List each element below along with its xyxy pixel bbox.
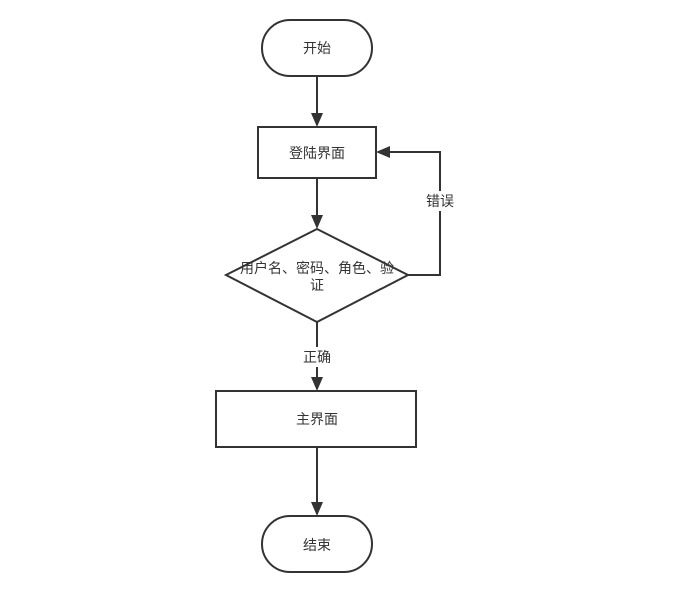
terminator-shape [261,19,373,77]
node-verify-label-line1: 用户名、密码、角色、验 [240,260,394,277]
edge-verify-to-main-correct: 正确 [301,322,333,391]
arrowhead-icon [311,215,323,229]
node-start-label: 开始 [303,41,331,57]
node-verify-label-line2: 证 [310,278,324,294]
edge-login-to-verify [311,178,323,229]
node-end-label: 结束 [303,538,331,554]
node-verify: 用户名、密码、角色、验 证 [223,227,411,324]
node-main-label: 主界面 [296,412,338,428]
arrowhead-icon [376,146,390,158]
process-shape [257,126,377,179]
edge-label-correct: 正确 [303,350,331,366]
process-shape [215,390,417,448]
decision-shape [223,227,411,324]
edge-verify-to-login-error: 错误 [376,146,455,276]
arrowhead-icon [311,502,323,516]
edge-start-to-login [311,76,323,127]
node-start: 开始 [261,19,373,77]
node-main: 主界面 [215,390,417,448]
terminator-shape [261,515,373,573]
node-login: 登陆界面 [257,126,377,179]
edge-main-to-end [311,447,323,516]
arrowhead-icon [311,113,323,127]
arrowhead-icon [311,377,323,391]
edge-label-error: 错误 [426,194,454,210]
node-end: 结束 [261,515,373,573]
node-login-label: 登陆界面 [289,146,345,162]
